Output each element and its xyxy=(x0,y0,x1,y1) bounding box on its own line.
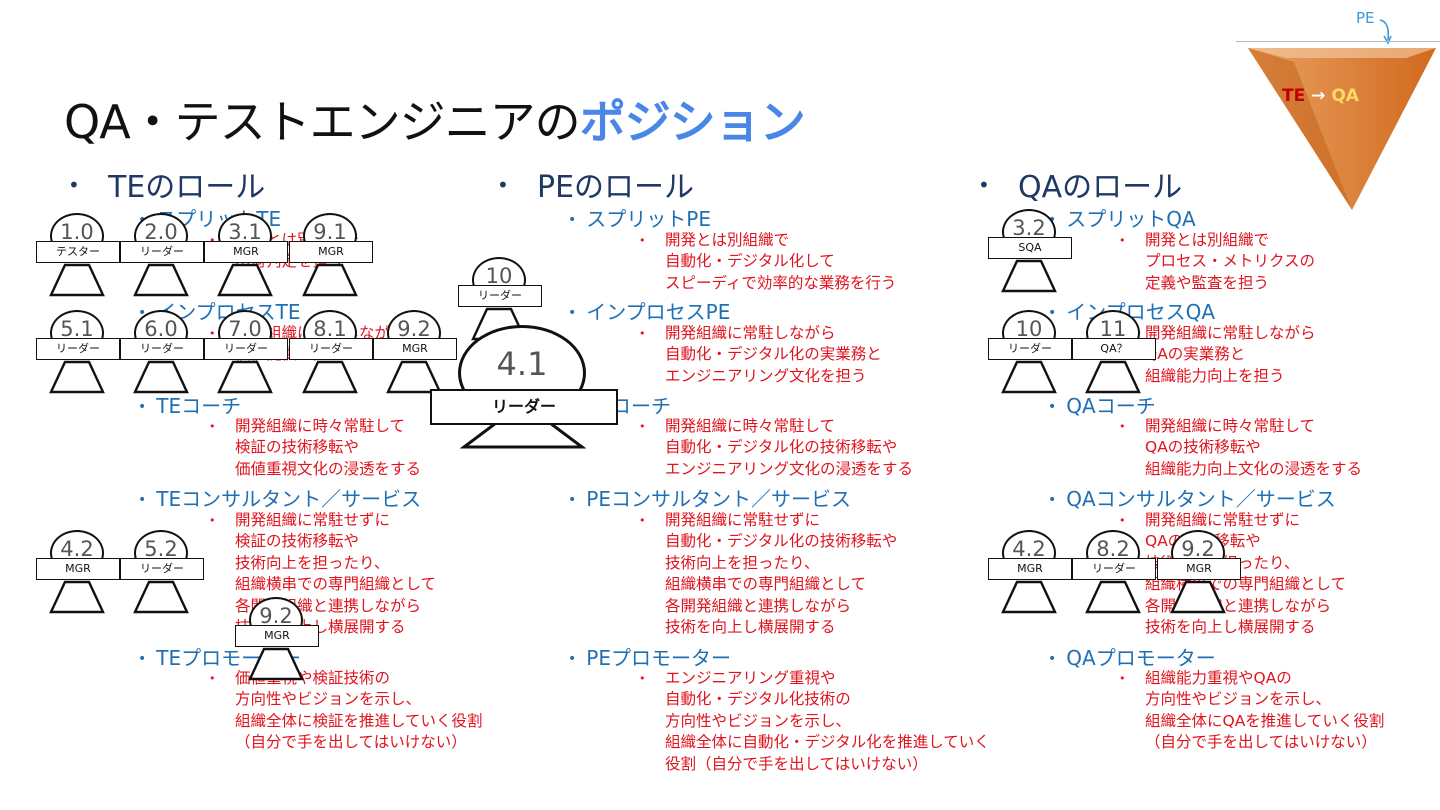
person-figure: QA？11 xyxy=(1072,310,1160,394)
te-coach-label: •TEコーチ xyxy=(138,394,242,418)
pe-arrow-icon xyxy=(1379,19,1392,45)
pe-promoter-label: •PEプロモーター xyxy=(568,646,731,670)
qa-split-desc: •開発とは別組織でプロセス・メトリクスの定義や監査を担う xyxy=(1119,231,1316,292)
pe-label: PE xyxy=(1356,9,1375,27)
te-coach-desc: •開発組織に時々常駐して検証の技術移転や価値重視文化の浸透をする xyxy=(209,417,422,478)
funnel-label: TE → QA xyxy=(1282,86,1359,106)
funnel-te: TE xyxy=(1282,86,1306,106)
qa-promoter-label: •QAプロモーター xyxy=(1048,646,1216,670)
te-consultant-label: •TEコンサルタント／サービス xyxy=(138,487,422,511)
pe-split-desc: •開発とは別組織で自動化・デジタル化してスピーディで効率的な業務を行う xyxy=(639,231,897,292)
pe-consultant-desc: •開発組織に常駐せずに自動化・デジタル化の技術移転や技術向上を担ったり、組織横串… xyxy=(639,511,898,637)
funnel-arrow-icon: → xyxy=(1311,86,1326,106)
pe-coach-desc: •開発組織に時々常駐して自動化・デジタル化の技術移転やエンジニアリング文化の浸透… xyxy=(639,417,914,478)
te-qa-funnel xyxy=(1248,48,1436,210)
big-person-figure: リーダー 4.1 xyxy=(430,325,620,450)
pe-promoter-desc: •エンジニアリング重視や自動化・デジタル化技術の方向性やビジョンを示し、組織全体… xyxy=(639,669,990,773)
qa-promoter-desc: •組織能力重視やQAの方向性やビジョンを示し、組織全体にQAを推進していく役割（… xyxy=(1119,669,1385,752)
qa-roles-heading: •QAのロール xyxy=(978,170,1183,205)
pe-split-label: •スプリットPE xyxy=(568,207,711,231)
pe-inprocess-label: •インプロセスPE xyxy=(568,300,731,324)
te-promoter-desc: •価値重視や検証技術の方向性やビジョンを示し、組織全体に検証を推進していく役割（… xyxy=(209,669,483,752)
page-title: QA・テストエンジニアのポジション xyxy=(64,86,806,152)
funnel-qa: QA xyxy=(1331,86,1359,106)
pe-inprocess-desc: •開発組織に常駐しながら自動化・デジタル化の実業務とエンジニアリング文化を担う xyxy=(639,324,882,385)
title-highlight: ポジション xyxy=(579,95,806,149)
title-prefix: QA・テストエンジニアの xyxy=(64,95,581,149)
qa-consultant-label: •QAコンサルタント／サービス xyxy=(1048,487,1336,511)
pe-roles-heading: •PEのロール xyxy=(497,170,695,205)
qa-coach-label: •QAコーチ xyxy=(1048,394,1156,418)
pe-consultant-label: •PEコンサルタント／サービス xyxy=(568,487,851,511)
divider-line xyxy=(1236,41,1440,42)
te-roles-heading: •TEのロール xyxy=(68,170,266,205)
